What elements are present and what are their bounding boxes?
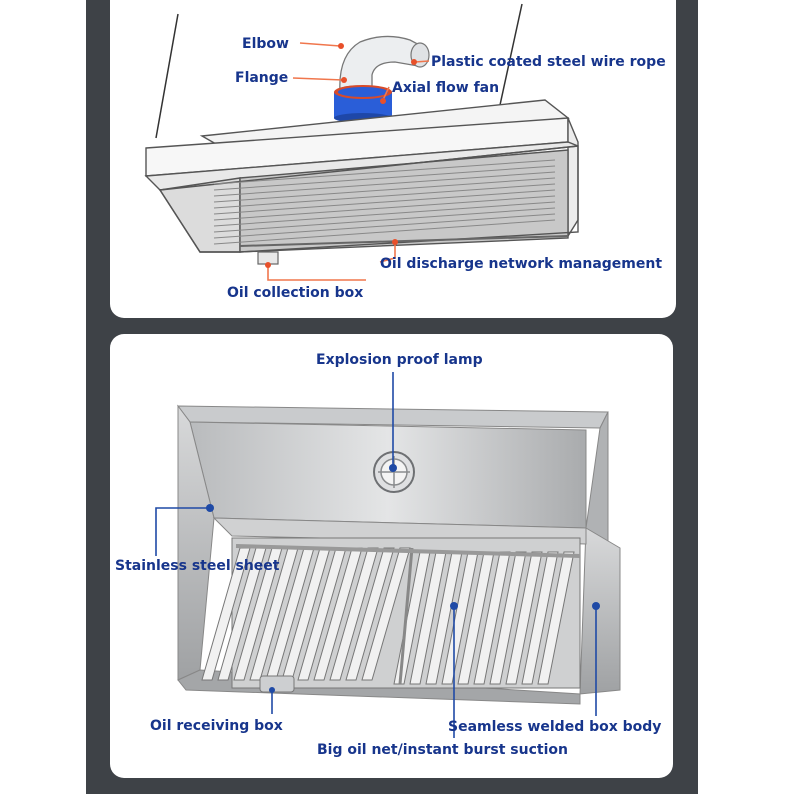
label-oil-collection: Oil collection box [227,285,363,301]
label-axial-fan: Axial flow fan [392,80,499,96]
axial-fan [334,85,392,123]
label-oil-receiving-box: Oil receiving box [150,718,283,734]
big-oil-net [201,537,581,689]
hood-body [144,99,579,253]
left-wire-rope [155,13,179,139]
label-big-oil-net: Big oil net/instant burst suction [317,742,568,758]
label-oil-discharge: Oil discharge network management [380,256,662,272]
label-stainless-steel-sheet: Stainless steel sheet [115,558,280,574]
grease-filter [213,159,556,245]
label-wire-rope: Plastic coated steel wire rope [431,54,666,70]
oil-receiving-box [259,675,295,693]
label-flange: Flange [235,70,288,86]
right-wire-rope [499,3,523,106]
oil-discharge-rail [239,235,569,247]
label-seamless-welded-box-body: Seamless welded box body [448,719,661,735]
label-explosion-proof-lamp: Explosion proof lamp [316,352,483,368]
label-elbow: Elbow [242,36,289,52]
explosion-proof-lamp [373,451,415,493]
